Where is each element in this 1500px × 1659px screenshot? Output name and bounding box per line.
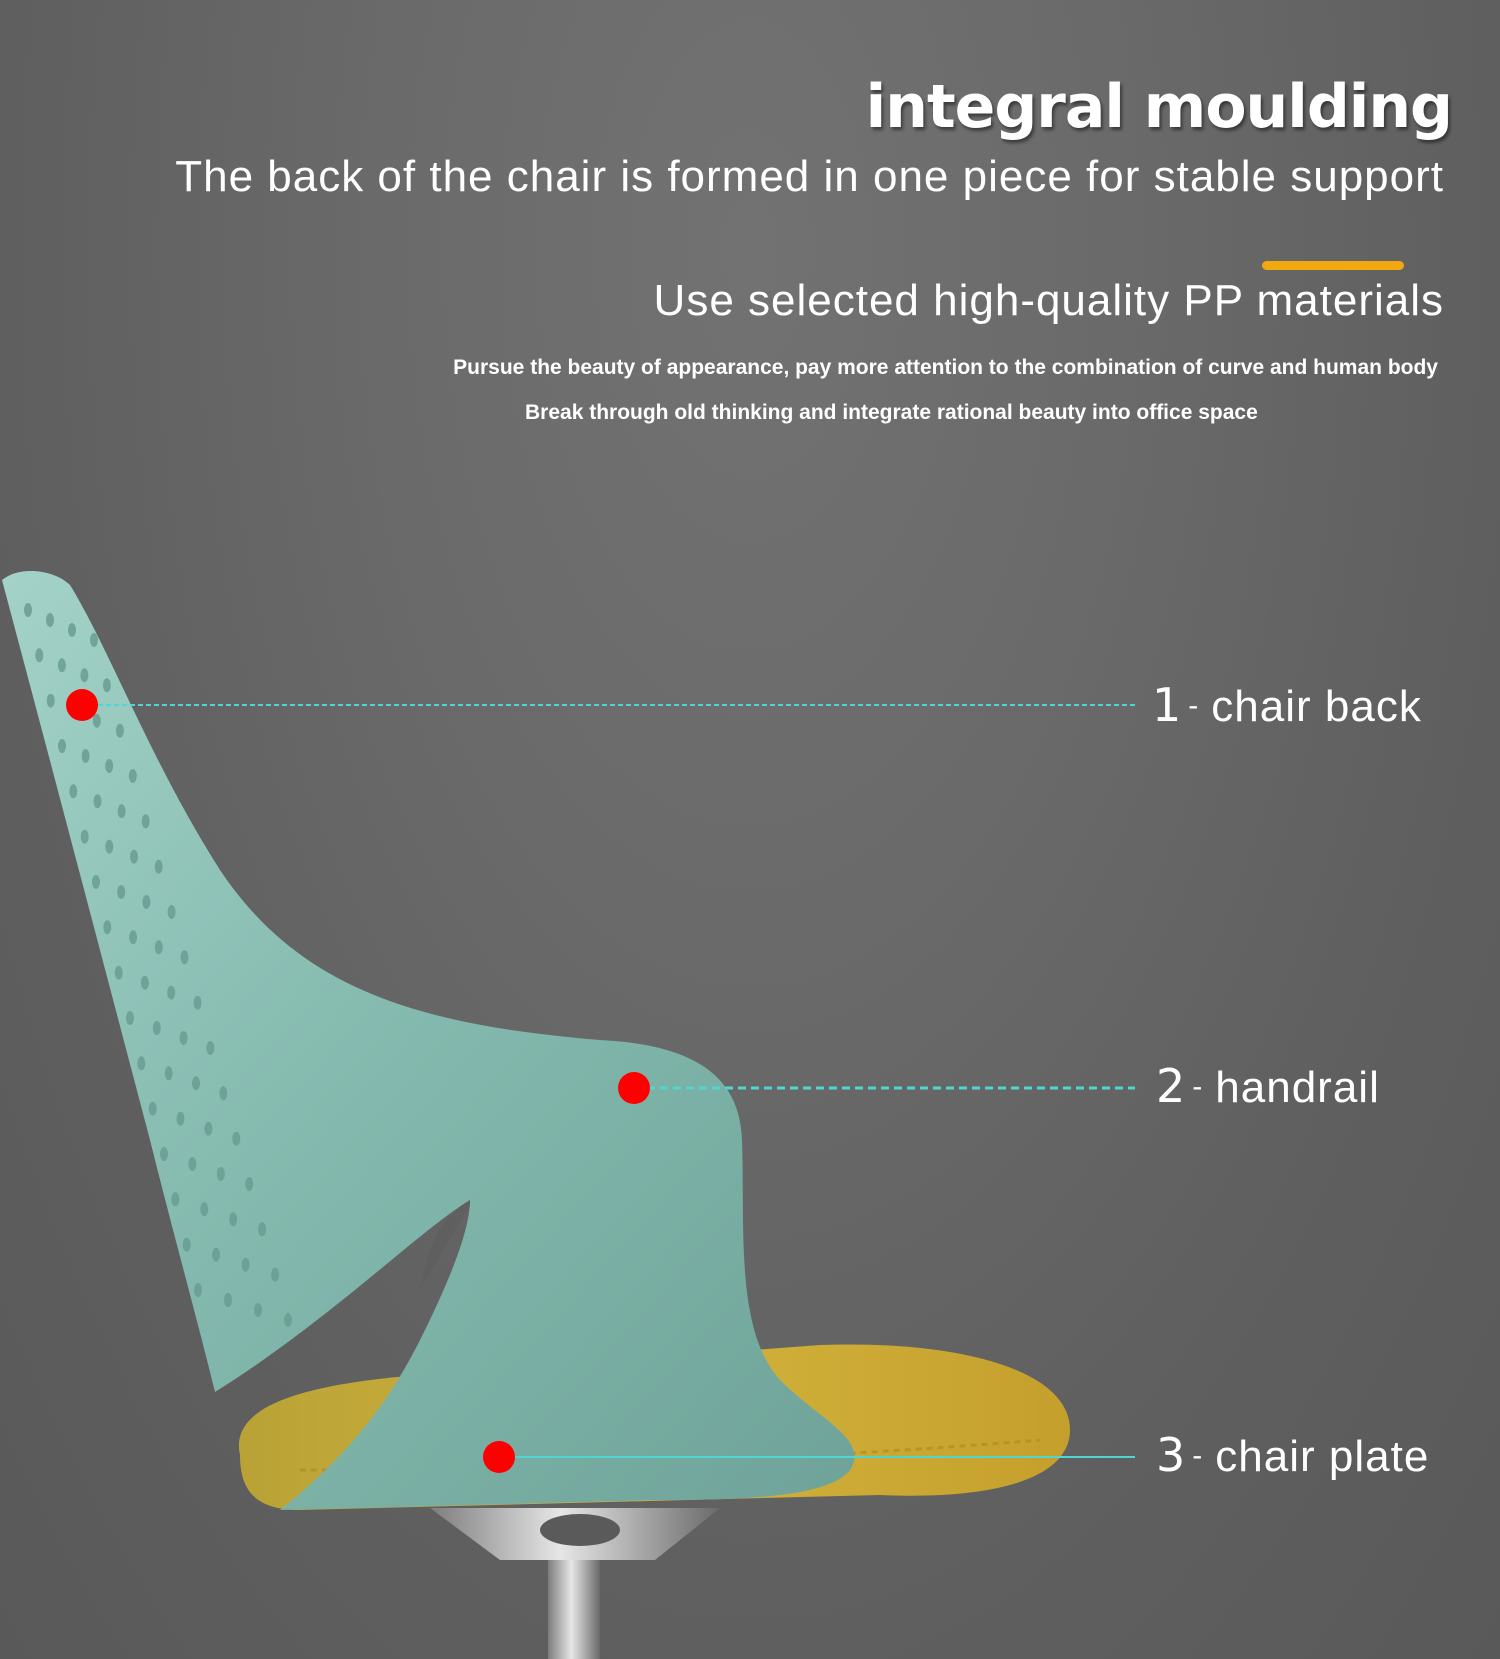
- vent-hole: [241, 1257, 250, 1272]
- vent-hole: [229, 1212, 238, 1227]
- vent-hole: [46, 613, 54, 627]
- callout-label: handrail: [1215, 1063, 1380, 1112]
- callout-number: 1: [1152, 678, 1183, 732]
- vent-hole: [284, 1313, 292, 1327]
- callout-chair-back-marker: [66, 689, 1135, 721]
- callout-chair-plate: 3-chair plate: [1156, 1428, 1429, 1482]
- vent-hole: [194, 1283, 202, 1297]
- vent-hole: [68, 623, 76, 637]
- vent-hole: [154, 859, 163, 874]
- vent-hole: [192, 1076, 200, 1091]
- vent-hole: [129, 930, 138, 945]
- description-line-1: Pursue the beauty of appearance, pay mor…: [453, 356, 1438, 379]
- vent-hole: [90, 633, 98, 647]
- vent-hole: [105, 839, 114, 854]
- vent-hole: [167, 985, 176, 1000]
- vent-hole: [271, 1267, 280, 1282]
- vent-hole: [80, 668, 89, 683]
- vent-hole: [58, 739, 66, 753]
- callout-handrail-marker: [618, 1072, 1135, 1104]
- vent-hole: [179, 1031, 188, 1045]
- vent-hole: [126, 1011, 134, 1025]
- chair-shell: [2, 570, 855, 1510]
- vent-hole: [137, 1056, 146, 1071]
- vent-hole: [115, 723, 124, 738]
- vent-hole: [152, 1021, 161, 1035]
- callout-handrail: 2-handrail: [1156, 1059, 1380, 1113]
- materials-headline: Use selected high-quality PP materials: [653, 276, 1444, 325]
- vent-hole: [245, 1177, 254, 1191]
- chair-base: [430, 1508, 720, 1659]
- vent-hole: [216, 1167, 225, 1181]
- vent-hole: [224, 1293, 232, 1307]
- vent-hole: [81, 749, 90, 763]
- vent-hole: [128, 769, 137, 783]
- callout-chair-back: 1-chair back: [1152, 678, 1422, 732]
- vent-hole: [103, 920, 112, 935]
- vent-hole: [188, 1157, 197, 1171]
- vent-hole: [92, 875, 100, 889]
- vent-hole: [254, 1303, 262, 1317]
- vent-hole: [80, 829, 89, 844]
- callout-chair-plate-marker: [483, 1441, 1135, 1473]
- vent-hole: [105, 759, 114, 773]
- vent-hole: [93, 794, 102, 809]
- vent-hole: [232, 1131, 241, 1146]
- vent-hole: [176, 1111, 185, 1126]
- vent-hole: [46, 693, 55, 708]
- vent-hole: [35, 648, 44, 663]
- vent-hole: [160, 1147, 168, 1161]
- vent-hole: [171, 1192, 180, 1207]
- vent-hole: [200, 1202, 209, 1217]
- vent-hole: [117, 804, 126, 819]
- accent-bar: [1262, 261, 1404, 270]
- vent-hole: [24, 603, 32, 617]
- vent-hole: [258, 1222, 267, 1237]
- callout-number: 3: [1156, 1428, 1187, 1482]
- vent-hole: [92, 713, 101, 728]
- page-subtitle: The back of the chair is formed in one p…: [175, 152, 1444, 201]
- vent-hole: [180, 950, 189, 965]
- vent-hole: [114, 965, 123, 980]
- callout-label: chair plate: [1215, 1432, 1430, 1481]
- vent-hole: [193, 995, 202, 1010]
- vent-hole: [182, 1237, 191, 1252]
- callout-separator: -: [1188, 689, 1200, 722]
- vent-hole: [206, 1041, 215, 1055]
- callout-separator: -: [1192, 1439, 1204, 1472]
- vent-hole: [69, 784, 78, 799]
- vent-hole: [164, 1066, 173, 1081]
- vent-hole: [140, 975, 149, 990]
- description-line-2: Break through old thinking and integrate…: [525, 401, 1258, 424]
- vent-hole: [117, 885, 126, 899]
- callout-separator: -: [1192, 1070, 1204, 1103]
- page-title: integral moulding: [865, 72, 1453, 142]
- vent-hole: [204, 1121, 213, 1136]
- callout-label: chair back: [1211, 682, 1422, 731]
- callout-number: 2: [1156, 1059, 1187, 1113]
- vent-hole: [154, 940, 163, 955]
- vent-hole: [130, 849, 138, 864]
- vent-hole: [148, 1101, 157, 1116]
- vent-hole: [57, 658, 66, 673]
- vent-hole: [212, 1247, 221, 1262]
- vent-hole: [219, 1086, 228, 1101]
- vent-hole: [102, 678, 111, 693]
- vent-hole: [167, 905, 176, 919]
- vent-hole: [141, 814, 150, 829]
- vent-hole: [142, 895, 151, 909]
